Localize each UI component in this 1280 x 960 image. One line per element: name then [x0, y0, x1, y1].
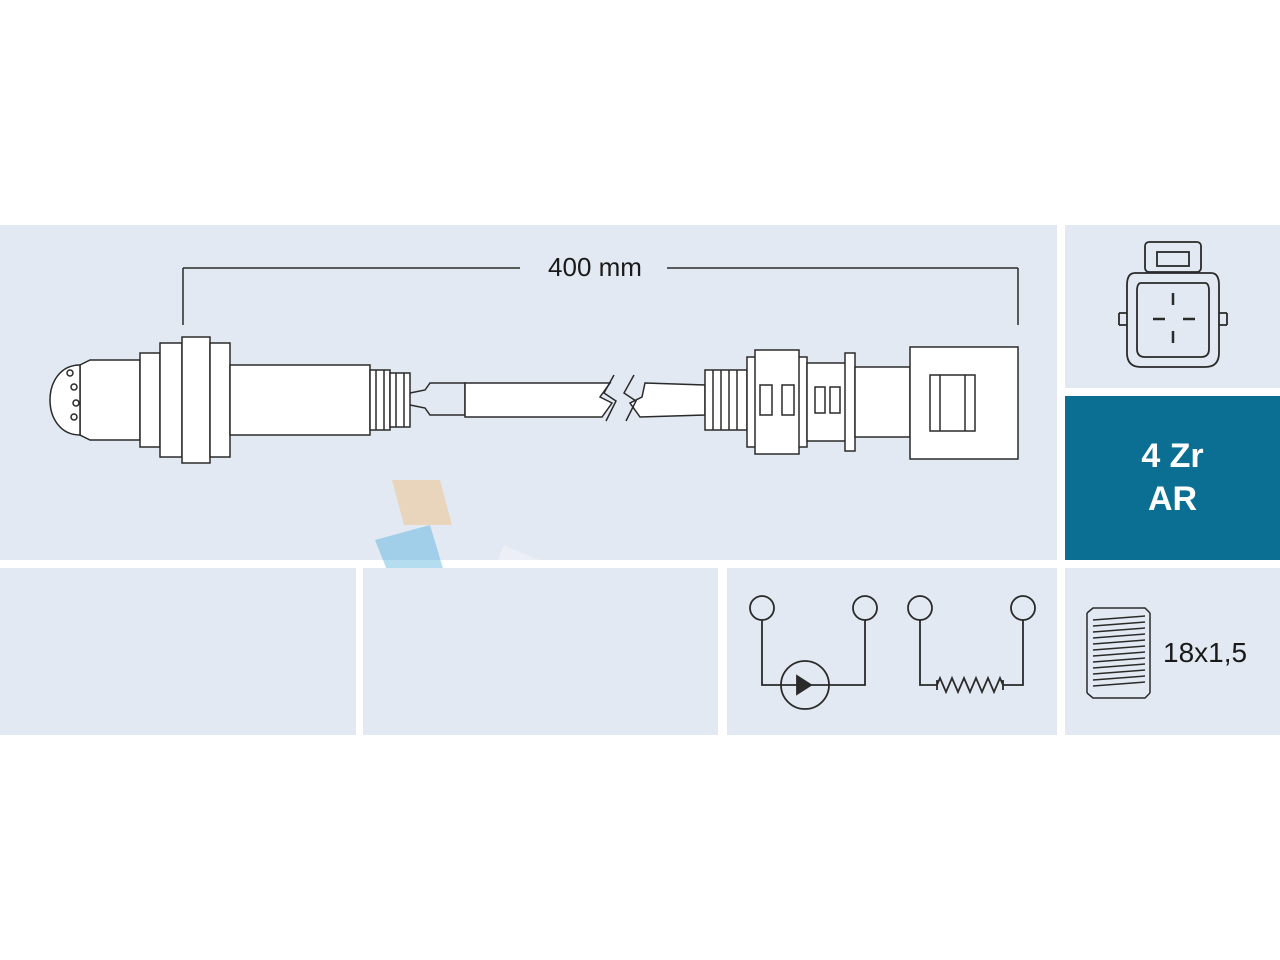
cable-length-label: 400 mm [548, 252, 642, 282]
cable-connector [704, 346, 1019, 460]
sensor-body [49, 336, 466, 464]
sensor-type-line1: 4 Zr [1141, 437, 1204, 475]
sensor-element-symbol [749, 595, 878, 710]
sensor-type-line2: AR [1147, 480, 1198, 518]
connector-face-panel [1065, 225, 1280, 388]
empty-panel-1 [0, 568, 356, 735]
sensor-type-box: 4 Zr AR [1065, 396, 1280, 560]
thread-icon [1086, 607, 1151, 699]
wiring-schematic-panel [727, 568, 1057, 735]
heater-element-symbol [907, 595, 1036, 695]
wiring-schematic [749, 595, 1036, 710]
cable [464, 374, 706, 422]
connector-face-icon [1118, 241, 1228, 368]
oxygen-sensor-drawing: FAE [49, 267, 1019, 731]
length-dimension-line [182, 267, 1019, 325]
thread-size-label: 18x1,5 [1163, 637, 1248, 668]
thread-size-panel: 18x1,5 [1065, 568, 1280, 735]
empty-panel-2 [363, 568, 718, 735]
sensor-drawing-panel: FAE [0, 225, 1057, 731]
